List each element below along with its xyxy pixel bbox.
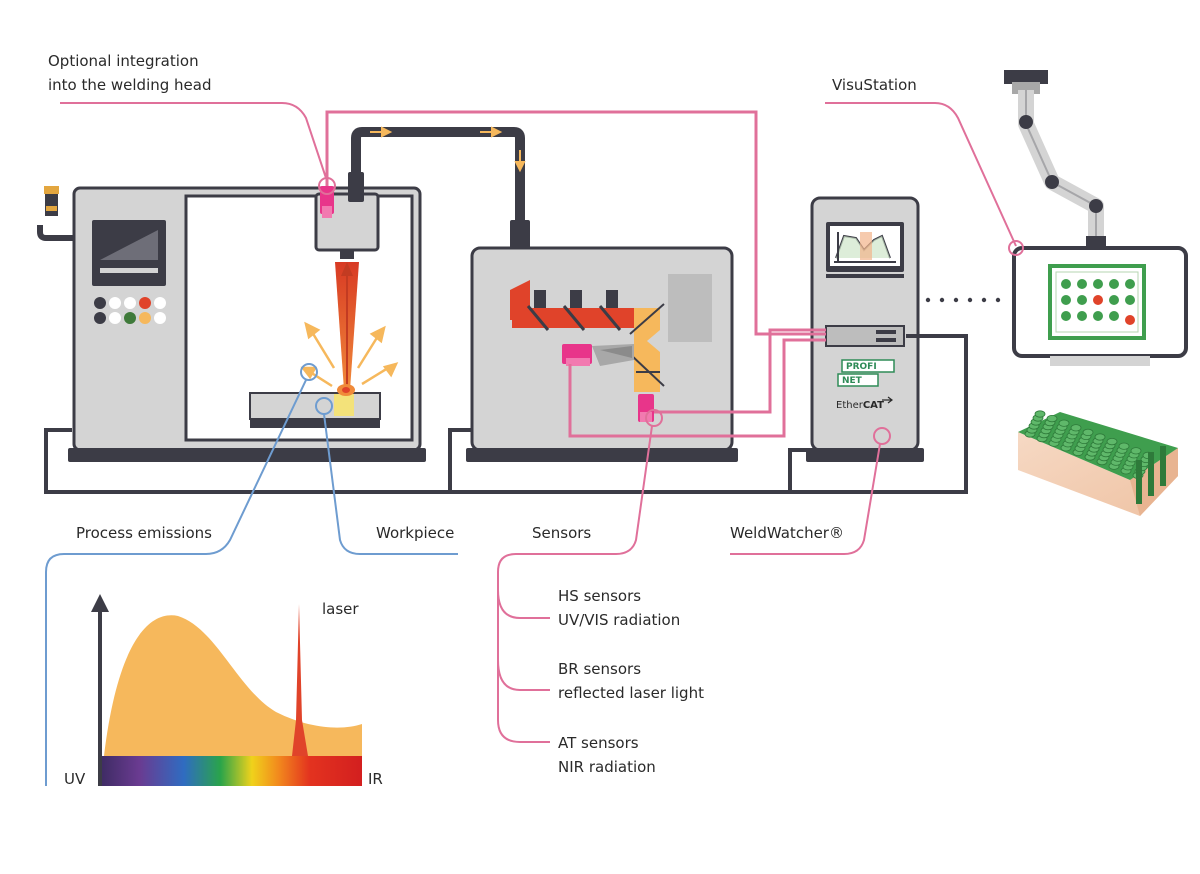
- battery-cell: [1034, 410, 1046, 418]
- laser-source-unit: [466, 246, 738, 462]
- battery-cell: [1070, 424, 1082, 432]
- ethercat-suffix: CAT: [863, 400, 884, 411]
- workpiece: [249, 384, 381, 428]
- sensor-list: HS sensors UV/VIS radiation BR sensors r…: [558, 587, 704, 776]
- visustation-label: VisuStation: [832, 76, 917, 94]
- sensor-radiation-at: NIR radiation: [558, 758, 656, 776]
- profinet-bottom: NET: [842, 376, 863, 386]
- battery-cell: [1094, 433, 1106, 441]
- battery-cell: [1046, 414, 1058, 423]
- ethercat-badge: EtherCAT: [836, 396, 893, 411]
- battery-cell: [1130, 447, 1142, 455]
- process-emission-arrows: [300, 321, 399, 388]
- laser-peak: [292, 604, 308, 756]
- optional-integration-label-2: into the welding head: [48, 76, 211, 94]
- spectrum-color-bar: [100, 756, 362, 786]
- weldwatcher-unit: PROFI NET EtherCAT: [806, 196, 924, 462]
- sensor-name-hs: HS sensors: [558, 587, 641, 605]
- visustation-link-dots: [925, 297, 1001, 303]
- profinet-top: PROFI: [846, 362, 877, 372]
- battery-cell: [1106, 437, 1118, 446]
- control-buttons: [94, 297, 166, 324]
- weldwatcher-label: WeldWatcher®: [730, 524, 844, 542]
- spectrum-uv-label: UV: [64, 770, 86, 788]
- intensity-axis-arrow: [91, 594, 109, 612]
- laser-peak-label: laser: [322, 600, 359, 618]
- battery-cell: [1118, 442, 1130, 450]
- battery-cell: [1082, 428, 1094, 436]
- workpiece-label: Workpiece: [376, 524, 454, 542]
- sensor-name-br: BR sensors: [558, 660, 641, 678]
- sensor-radiation-br: reflected laser light: [558, 684, 704, 702]
- battery-pack: [1018, 410, 1178, 516]
- profinet-badge: PROFI NET: [837, 359, 895, 387]
- battery-cell: [1058, 419, 1070, 427]
- robot-arm: [1004, 70, 1106, 246]
- spectrum-ir-label: IR: [368, 770, 383, 788]
- sensor-name-at: AT sensors: [558, 734, 639, 752]
- sensors-label: Sensors: [532, 524, 591, 542]
- sensor-radiation-hs: UV/VIS radiation: [558, 611, 680, 629]
- optional-integration-label-1: Optional integration: [48, 52, 199, 70]
- laser-welding-machine: [37, 186, 426, 462]
- broadband-emission-area: [104, 615, 362, 756]
- process-emissions-label: Process emissions: [76, 524, 212, 542]
- emission-spectrum: [91, 594, 362, 786]
- laser-fiber-cable: [351, 127, 525, 222]
- visustation-monitor: [1012, 246, 1188, 366]
- ethercat-prefix: Ether: [836, 400, 864, 411]
- svg-text:EtherCAT: EtherCAT: [836, 400, 884, 411]
